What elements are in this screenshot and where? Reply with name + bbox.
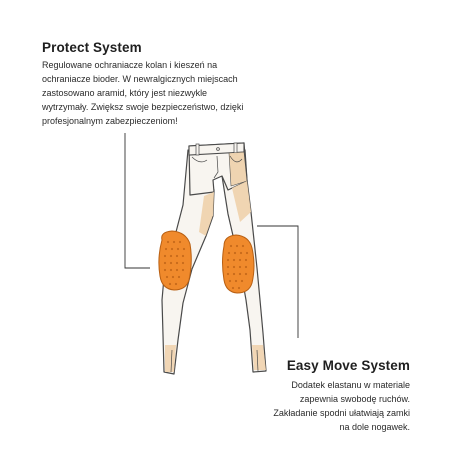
aramid-thigh-panel [232, 181, 251, 222]
belt-loop [195, 143, 200, 156]
easy-move-leader-line [257, 225, 299, 338]
aramid-thigh-panel [199, 192, 214, 236]
knee-pad-right [222, 234, 255, 294]
easy-move-system-description: Dodatek elastanu w materiale zapewnia sw… [273, 380, 410, 432]
aramid-ankle-panel [165, 345, 176, 372]
knee-pad-left [158, 230, 192, 291]
aramid-ankle-panel [252, 345, 266, 370]
protect-system-description: Regulowane ochraniacze kolan i kieszeń n… [42, 60, 244, 126]
front-pocket [229, 155, 243, 163]
ankle-zipper [256, 349, 259, 372]
inner-seam [191, 215, 214, 270]
easy-move-system-title: Easy Move System [286, 358, 410, 373]
protect-system-title: Protect System [42, 40, 142, 55]
waist-button [216, 147, 220, 151]
front-pocket [191, 156, 208, 163]
fly-stitch [213, 155, 219, 179]
protect-leader-line [124, 133, 150, 269]
ankle-zipper [170, 349, 173, 373]
aramid-hip-panel [228, 151, 248, 187]
